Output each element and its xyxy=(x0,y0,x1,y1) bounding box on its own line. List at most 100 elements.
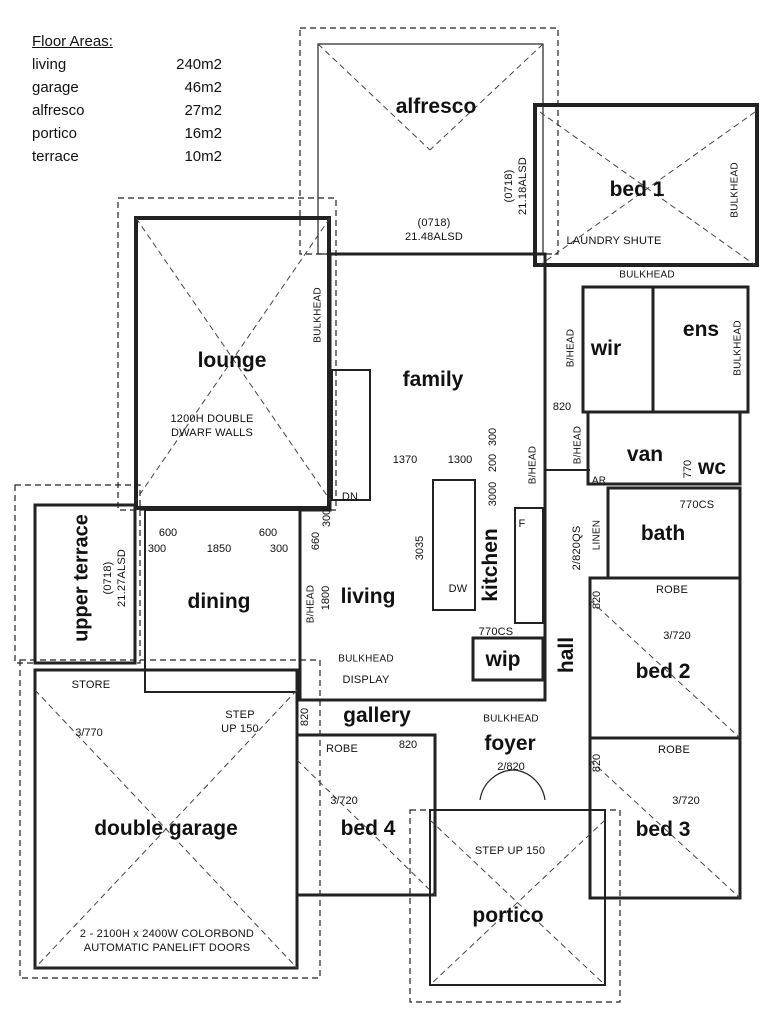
legend-row: alfresco 27m2 xyxy=(32,99,222,122)
dim-660: 660 xyxy=(310,531,322,551)
room-ens: ens xyxy=(682,318,720,341)
note-bulkhead-display: BULKHEAD xyxy=(338,653,394,665)
room-alfresco: alfresco xyxy=(395,95,477,118)
dim-2820: 2/820 xyxy=(497,761,525,773)
note-dn: DN xyxy=(341,491,359,503)
note-f: F xyxy=(518,518,526,530)
dim-300-left: 300 xyxy=(147,543,167,555)
room-bed3: bed 3 xyxy=(635,818,691,841)
dim-3720-bed2: 3/720 xyxy=(663,630,691,642)
legend-row: terrace 10m2 xyxy=(32,145,222,168)
legend-name: living xyxy=(32,56,67,73)
room-bed4: bed 4 xyxy=(340,817,396,840)
note-step-up-portico: STEP UP 150 xyxy=(474,845,546,857)
note-bulkhead-ens: BULKHEAD xyxy=(732,320,744,376)
note-hall-door: 2/820QS xyxy=(571,525,583,571)
note-alsd-alfresco: (0718) 21.48ALSD xyxy=(404,217,464,243)
room-double-garage: double garage xyxy=(94,817,238,840)
legend-area: 10m2 xyxy=(184,148,222,165)
note-robe-bed2: ROBE xyxy=(656,584,688,596)
note-display: DISPLAY xyxy=(342,674,390,686)
note-linen: LINEN xyxy=(591,519,603,551)
dim-1300: 1300 xyxy=(447,454,473,466)
dining-walls xyxy=(144,509,301,693)
legend-title: Floor Areas: xyxy=(32,33,113,50)
note-bhead-wir: B/HEAD xyxy=(565,328,577,368)
terrace-inner xyxy=(33,503,137,665)
dim-3000: 3000 xyxy=(487,481,499,507)
note-step-up-gallery: STEP UP 150 xyxy=(221,709,259,735)
legend-area: 46m2 xyxy=(184,79,222,96)
dim-600-left: 600 xyxy=(158,527,178,539)
room-van: van xyxy=(626,443,664,466)
lounge-walls xyxy=(117,197,337,511)
dim-600-right: 600 xyxy=(258,527,278,539)
kitchen-bench xyxy=(514,507,544,624)
bed4-walls xyxy=(295,733,437,897)
dim-1370: 1370 xyxy=(392,454,418,466)
legend-row: living 240m2 xyxy=(32,53,222,76)
note-garage-doors: 2 - 2100H x 2400W COLORBOND AUTOMATIC PA… xyxy=(79,928,255,954)
note-770cs-wip: 770CS xyxy=(478,626,514,638)
room-bed2: bed 2 xyxy=(635,660,691,683)
note-bhead-hall: B/HEAD xyxy=(572,425,584,465)
note-770cs-bath: 770CS xyxy=(679,499,715,511)
dim-820-bed4: 820 xyxy=(398,739,418,751)
room-bath: bath xyxy=(640,522,686,545)
note-bulkhead-bed1-side: BULKHEAD xyxy=(729,162,741,218)
room-bed1: bed 1 xyxy=(609,178,665,201)
legend-area: 240m2 xyxy=(176,56,222,73)
dim-820-bed3: 820 xyxy=(591,753,603,773)
note-bhead-living: B/HEAD xyxy=(305,584,317,624)
legend-row: garage 46m2 xyxy=(32,76,222,99)
note-ar: AR xyxy=(591,475,607,487)
dim-820-gallery: 820 xyxy=(299,707,311,727)
room-kitchen: kitchen xyxy=(479,528,502,602)
room-family: family xyxy=(402,368,464,391)
note-bulkhead-lounge: BULKHEAD xyxy=(312,287,324,343)
stair xyxy=(331,369,371,501)
legend-name: alfresco xyxy=(32,102,85,119)
room-gallery: gallery xyxy=(343,704,411,727)
bed2-walls xyxy=(588,576,742,740)
legend-area: 27m2 xyxy=(184,102,222,119)
legend-area: 16m2 xyxy=(184,125,222,142)
garage-walls xyxy=(33,668,299,970)
legend-name: terrace xyxy=(32,148,79,165)
room-portico: portico xyxy=(472,904,544,927)
kitchen-island xyxy=(432,479,476,611)
dim-820-wir: 820 xyxy=(552,401,572,413)
room-lounge: lounge xyxy=(197,349,267,372)
family-walls xyxy=(298,252,547,702)
dim-300-right: 300 xyxy=(269,543,289,555)
garage-outer xyxy=(19,659,321,979)
bed3-walls xyxy=(588,736,742,900)
dim-3720-bed4: 3/720 xyxy=(330,795,358,807)
portico-inner xyxy=(429,809,606,986)
note-laundry-shute: LAUNDRY SHUTE xyxy=(566,235,662,247)
note-dwarf-walls: 1200H DOUBLE DWARF WALLS xyxy=(170,413,254,439)
room-wir: wir xyxy=(590,337,622,360)
foyer-door xyxy=(479,769,546,801)
note-store: STORE xyxy=(71,679,111,691)
bed1-walls xyxy=(533,103,759,267)
dim-770-wc: 770 xyxy=(682,459,694,479)
room-living: living xyxy=(340,585,396,608)
dim-3770: 3/770 xyxy=(75,727,103,739)
room-wc: wc xyxy=(697,456,727,479)
note-alsd-bed1: (0718) 21.18ALSD xyxy=(503,156,529,216)
room-upper-terrace: upper terrace xyxy=(70,514,93,642)
legend-name: garage xyxy=(32,79,79,96)
dim-3035: 3035 xyxy=(414,535,426,561)
dim-1850: 1850 xyxy=(206,543,232,555)
van-walls xyxy=(586,410,742,486)
room-dining: dining xyxy=(187,590,251,613)
floor-areas-legend: Floor Areas: living 240m2 garage 46m2 alfr… xyxy=(32,30,222,168)
note-bulkhead-foyer: BULKHEAD xyxy=(483,713,539,725)
note-bhead-kitchen: B/HEAD xyxy=(527,445,539,485)
note-robe-bed4: ROBE xyxy=(326,743,358,755)
room-foyer: foyer xyxy=(484,732,536,755)
note-alsd-terrace: (0718) 21.27ALSD xyxy=(102,548,128,608)
